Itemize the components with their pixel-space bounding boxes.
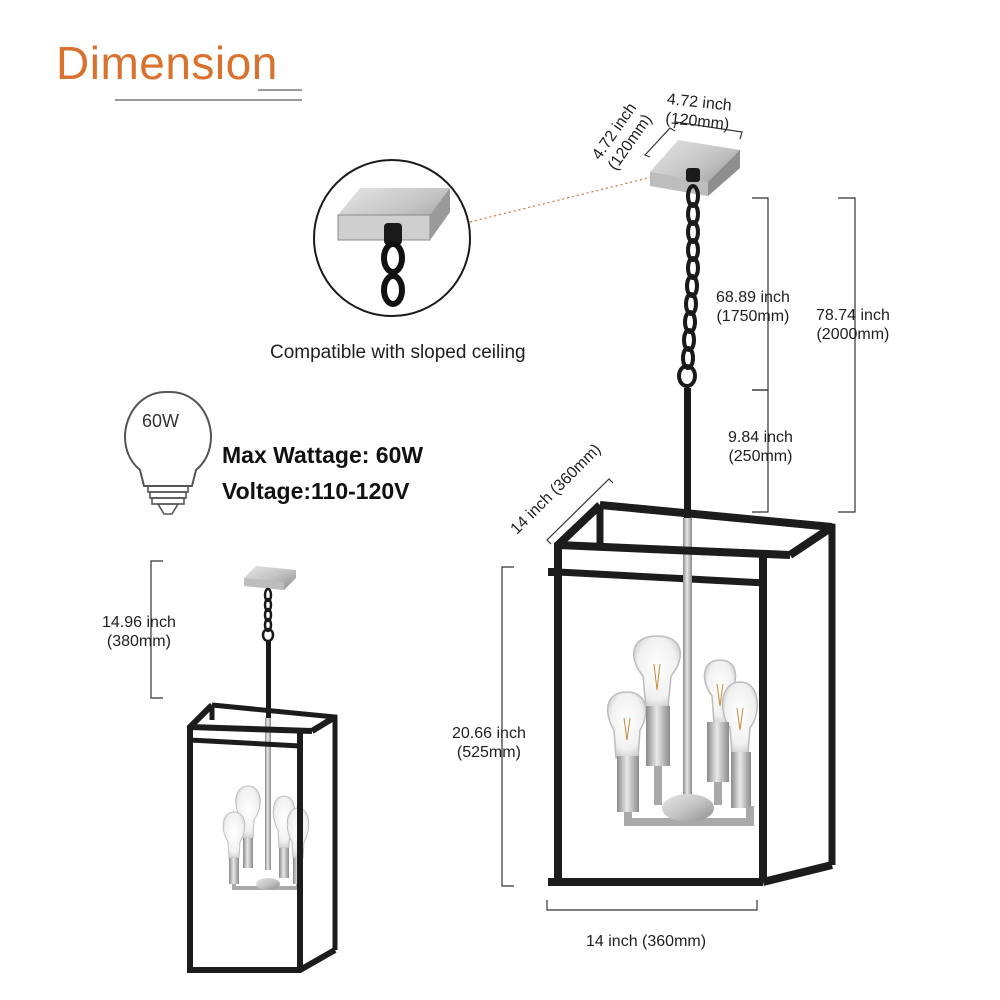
- rod-length-inch: 9.84 inch: [728, 429, 793, 446]
- total-height-mm: (2000mm): [816, 326, 890, 343]
- min-height-inch: 14.96 inch: [102, 614, 176, 631]
- min-height-label: 14.96 inch (380mm): [102, 613, 176, 651]
- sloped-ceiling-caption: Compatible with sloped ceiling: [270, 342, 526, 363]
- voltage-text: Voltage:110-120V: [222, 478, 410, 504]
- min-height-mm: (380mm): [106, 633, 171, 650]
- detail-pointer-line: [469, 175, 657, 223]
- chain-length-label: 68.89 inch (1750mm): [716, 288, 790, 326]
- large-fixture-bulbs: [606, 635, 759, 759]
- large-pendant-fixture: [548, 140, 836, 886]
- page-title: Dimension: [56, 37, 278, 89]
- bulb-wattage-label: 60W: [142, 411, 180, 431]
- rod-length-label: 9.84 inch (250mm): [728, 428, 793, 466]
- cage-height-mm: (525mm): [456, 744, 521, 761]
- large-fixture-sockets: [617, 706, 754, 826]
- canopy-detail-circle: [313, 159, 471, 317]
- dimension-lines: [150, 121, 856, 911]
- max-wattage-text: Max Wattage: 60W: [222, 442, 424, 468]
- cage-width-label: 14 inch (360mm): [586, 933, 707, 950]
- chain-length-mm: (1750mm): [716, 308, 790, 325]
- cage-height-label: 20.66 inch (525mm): [452, 724, 526, 762]
- cage-height-inch: 20.66 inch: [452, 725, 526, 742]
- bulb-icon: [124, 390, 212, 515]
- canopy-width-label: 4.72 inch (120mm): [664, 90, 733, 135]
- total-height-inch: 78.74 inch: [816, 307, 890, 324]
- chain-length-inch: 68.89 inch: [716, 289, 790, 306]
- heading-underline: [115, 89, 302, 101]
- total-height-label: 78.74 inch (2000mm): [816, 306, 890, 344]
- rod-length-mm: (250mm): [728, 448, 793, 465]
- small-pendant-fixture: [187, 566, 338, 973]
